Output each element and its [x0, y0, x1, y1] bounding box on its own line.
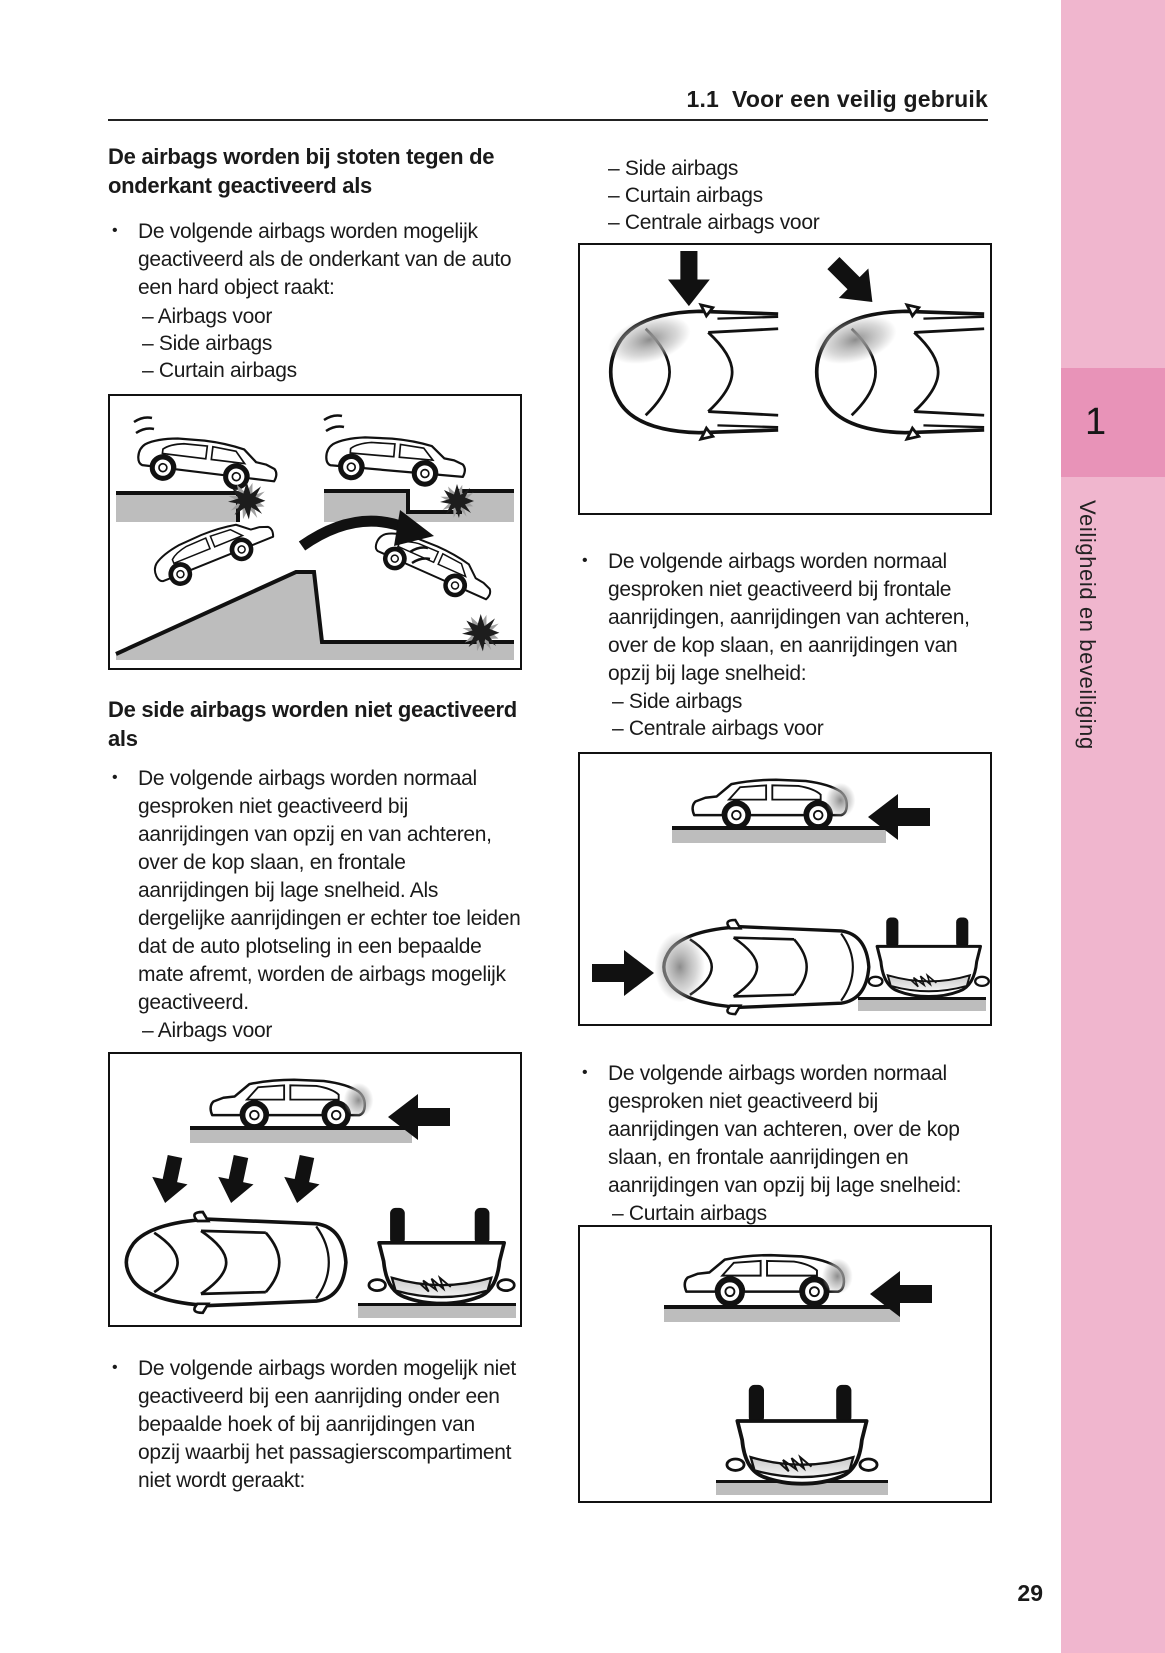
- heading-underbody-impacts: De airbags worden bij stoten tegen de on…: [108, 144, 495, 198]
- bullet-icon: •: [112, 769, 118, 786]
- airbag-list-item: – Curtain airbags: [612, 1202, 767, 1225]
- airbag-list-item: – Airbags voor: [142, 1019, 273, 1042]
- body-paragraph: • De volgende airbags worden normaal ges…: [108, 765, 522, 1017]
- rear-side-rollover-illustration: [108, 1052, 522, 1327]
- bullet-icon: •: [582, 552, 588, 569]
- header-divider: [108, 119, 988, 121]
- chapter-sidebar: 1 Veiligheid en beveiliging: [1061, 0, 1165, 1653]
- airbag-list-item: – Centrale airbags voor: [608, 211, 820, 234]
- chapter-label: Veiligheid en beveiliging: [1075, 500, 1100, 750]
- underbody-impact-illustration: [108, 394, 522, 670]
- right-column: – Side airbags – Curtain airbags – Centr…: [578, 155, 992, 1503]
- section-number: 1.1: [686, 86, 720, 112]
- paragraph-text: De volgende airbags worden normaal gespr…: [138, 767, 521, 1014]
- left-column: De airbags worden bij stoten tegen de on…: [108, 142, 522, 1495]
- airbag-list: – Airbags voor: [142, 1017, 522, 1044]
- airbag-list: – Side airbags – Centrale airbags voor: [612, 688, 992, 742]
- body-paragraph: • De volgende airbags worden mogelijk ni…: [108, 1355, 522, 1495]
- bullet-icon: •: [112, 1359, 118, 1376]
- airbag-list-item: – Airbags voor: [142, 305, 273, 328]
- airbag-list-item: – Side airbags: [142, 332, 273, 355]
- chapter-tab: 1: [1061, 368, 1165, 477]
- airbag-list-item: – Curtain airbags: [608, 184, 763, 207]
- page-title: 1.1 Voor een veilig gebruik: [108, 86, 988, 113]
- airbag-list: – Airbags voor – Side airbags – Curtain …: [142, 303, 522, 384]
- heading-side-airbags-not-activated: De side airbags worden niet geactiveerd …: [108, 697, 517, 751]
- airbag-list-item: – Curtain airbags: [142, 359, 297, 382]
- airbag-list: – Side airbags – Curtain airbags – Centr…: [608, 155, 992, 236]
- paragraph-text: De volgende airbags worden mogelijk geac…: [138, 220, 512, 299]
- page-number: 29: [1017, 1580, 1043, 1606]
- paragraph-text: De volgende airbags worden normaal gespr…: [608, 550, 970, 685]
- body-paragraph: • De volgende airbags worden normaal ges…: [578, 548, 992, 688]
- rear-front-rollover-illustration: [578, 752, 992, 1026]
- paragraph-text: De volgende airbags worden mogelijk niet…: [138, 1357, 516, 1492]
- airbag-list-item: – Centrale airbags voor: [612, 717, 824, 740]
- bullet-icon: •: [112, 222, 118, 239]
- bullet-icon: •: [582, 1064, 588, 1081]
- airbag-list-item: – Side airbags: [612, 690, 743, 713]
- paragraph-text: De volgende airbags worden normaal gespr…: [608, 1062, 962, 1197]
- chapter-number: 1: [1085, 401, 1107, 443]
- airbag-list-item: – Side airbags: [608, 157, 739, 180]
- body-paragraph: • De volgende airbags worden mogelijk ge…: [108, 218, 522, 302]
- rear-rollover-illustration: [578, 1225, 992, 1503]
- airbag-list: – Curtain airbags: [612, 1200, 992, 1227]
- corner-impact-illustration: [578, 243, 992, 515]
- body-paragraph: • De volgende airbags worden normaal ges…: [578, 1060, 992, 1200]
- section-title: Voor een veilig gebruik: [732, 86, 988, 112]
